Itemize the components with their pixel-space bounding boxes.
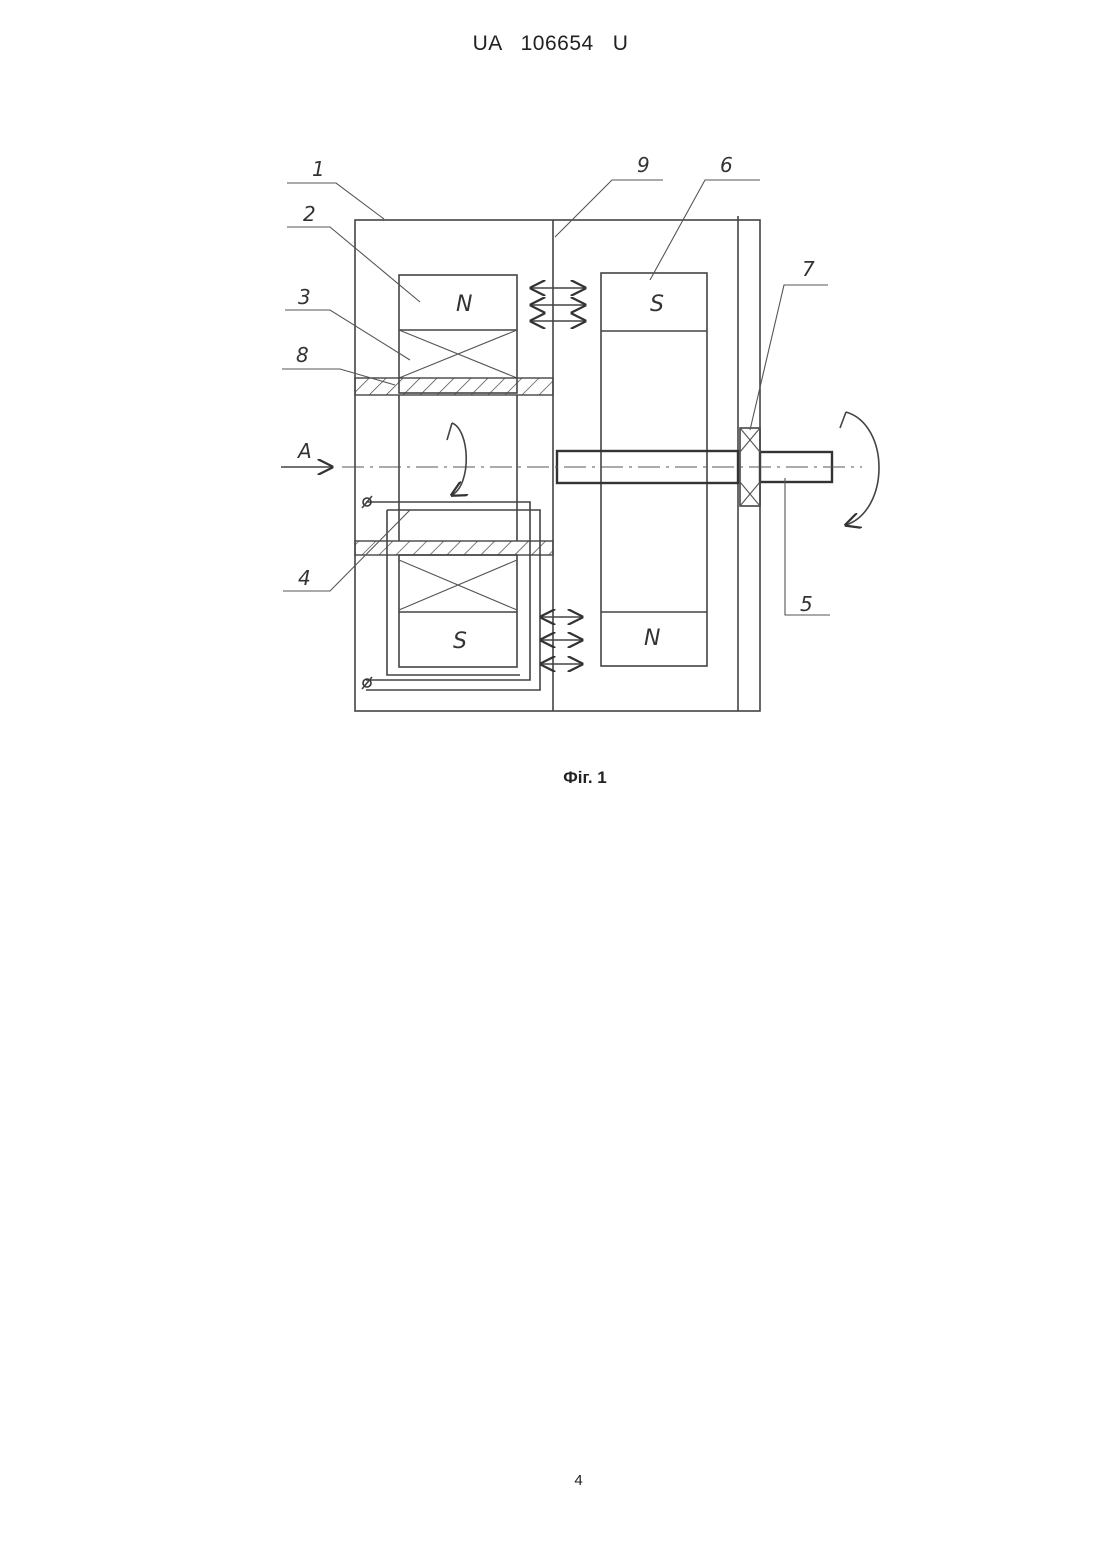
callout-6: 6 [720,153,733,177]
figure-caption: Фіг. 1 [0,768,1101,788]
rotation-arrow-inner-tail [447,423,452,440]
callout-3: 3 [298,285,311,309]
leader-1 [287,183,384,219]
leader-7 [750,285,828,430]
winding-lead-loop [366,510,540,690]
lower-bushing [355,541,553,555]
pole-label-right-top: S [650,292,664,317]
callout-2: 2 [303,202,316,226]
rotor-magnet-6 [601,273,707,666]
callout-7: 7 [802,257,815,281]
callout-9: 9 [637,153,650,177]
rotation-arrow-outer-icon [846,412,879,525]
page-number: 4 [0,1472,1101,1489]
callout-1: 1 [312,157,325,181]
rotation-arrow-inner-icon [452,423,466,495]
callout-4: 4 [298,566,311,590]
view-label-a: A [296,439,312,463]
upper-bushing-8 [355,378,553,395]
pole-label-right-bottom: N [644,626,660,651]
callout-5: 5 [800,592,813,616]
callout-8: 8 [296,343,309,367]
winding-outer-loop [366,502,530,680]
pole-label-left-top: N [456,292,472,317]
rotation-arrow-outer-tail [840,412,846,428]
leader-6 [650,180,760,280]
leader-9 [555,180,663,237]
pole-label-left-bottom: S [453,629,467,654]
